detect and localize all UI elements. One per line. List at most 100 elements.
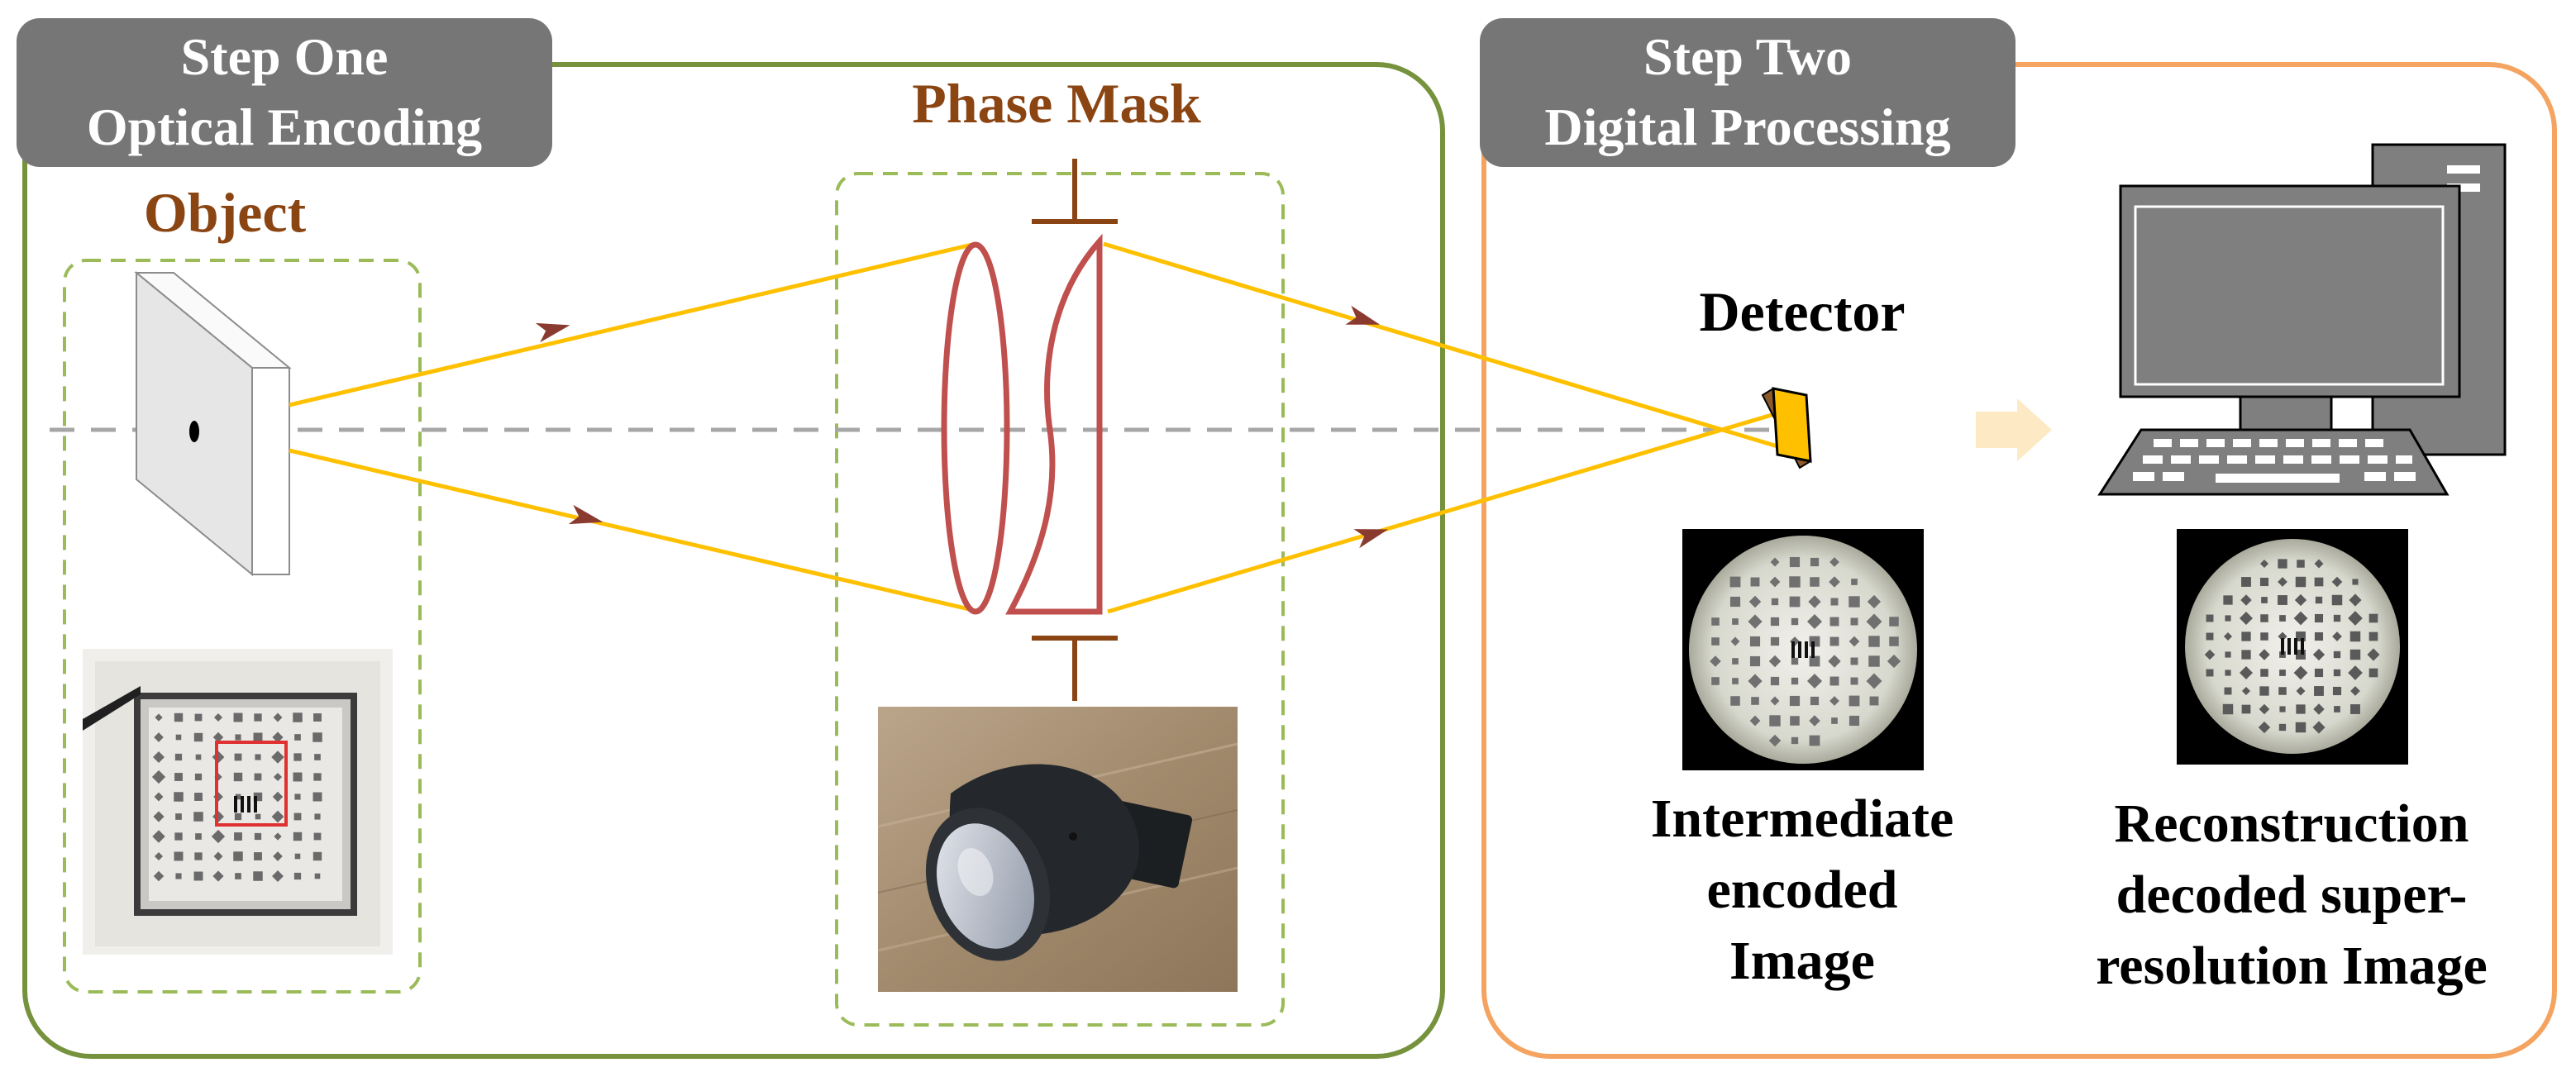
- target-mark: [193, 871, 203, 881]
- target-mark: [1751, 697, 1759, 705]
- target-mark: [1868, 636, 1880, 647]
- target-mark: [2278, 559, 2287, 569]
- target-mark: [2241, 631, 2251, 641]
- target-mark: [2314, 613, 2324, 623]
- target-mark: [235, 793, 241, 800]
- target-mark: [1711, 677, 1720, 685]
- target-mark: [212, 870, 224, 882]
- target-mark: [2333, 650, 2341, 659]
- target-mark: [194, 773, 203, 781]
- target-mark: [175, 734, 182, 741]
- target-mark: [1810, 557, 1820, 567]
- target-bar: [1811, 641, 1815, 658]
- target-mark: [155, 713, 163, 722]
- target-mark: [1806, 673, 1823, 689]
- target-mark: [2314, 668, 2324, 678]
- target-mark: [1851, 579, 1858, 585]
- object-label: Object: [144, 181, 307, 244]
- target-mark: [2314, 577, 2324, 587]
- target-mark: [1749, 655, 1761, 667]
- target-mark: [194, 852, 203, 860]
- ray-arrow-3: [1345, 305, 1381, 325]
- target-mark: [174, 773, 183, 781]
- target-mark: [152, 830, 165, 843]
- target-mark: [2332, 686, 2342, 696]
- reconstruction-caption-line-2: decoded super-: [2116, 865, 2468, 925]
- target-bar: [1805, 641, 1808, 658]
- step-two-subtitle: Digital Processing: [1544, 98, 1950, 156]
- intermediate-caption: Intermediate encoded Image: [1651, 789, 1954, 991]
- target-mark: [314, 813, 321, 820]
- target-mark: [312, 792, 322, 802]
- target-mark: [153, 811, 165, 822]
- target-mark: [194, 793, 203, 801]
- target-mark: [2368, 668, 2378, 678]
- target-mark: [293, 813, 302, 821]
- target-mark: [2278, 687, 2287, 695]
- target-mark: [2350, 686, 2360, 696]
- reconstruction-image: [2177, 529, 2408, 765]
- computer-icon: [2097, 143, 2507, 496]
- target-bar: [254, 796, 257, 813]
- target-mark: [1770, 696, 1780, 706]
- target-mark: [213, 712, 223, 722]
- target-mark: [2223, 595, 2233, 605]
- ray-arrow-4: [1353, 529, 1389, 549]
- target-mark: [2295, 576, 2306, 588]
- target-mark: [2352, 579, 2359, 585]
- target-mark: [235, 734, 241, 741]
- intermediate-image: [1682, 529, 1924, 770]
- target-mark: [2240, 666, 2253, 679]
- target-mark: [1748, 614, 1763, 629]
- target-mark: [151, 770, 166, 784]
- target-mark: [312, 851, 322, 861]
- target-bar: [2301, 638, 2304, 655]
- target-mark: [2240, 594, 2252, 606]
- target-mark: [1729, 596, 1741, 608]
- target-mark: [2224, 687, 2232, 695]
- target-mark: [2314, 631, 2324, 641]
- target-mark: [233, 851, 243, 861]
- convex-lens: [941, 241, 1010, 615]
- target-mark: [2297, 560, 2305, 568]
- target-mark: [2296, 704, 2306, 714]
- target-mark: [2259, 686, 2269, 696]
- target-mark: [1732, 678, 1739, 684]
- target-mark: [254, 773, 262, 781]
- target-mark: [293, 772, 303, 782]
- intermediate-caption-line-3: Image: [1729, 931, 1875, 991]
- target-mark: [1889, 636, 1899, 646]
- target-mark: [1789, 556, 1801, 568]
- target-mark: [2259, 649, 2270, 660]
- target-mark: [2241, 577, 2251, 587]
- target-mark: [294, 853, 301, 860]
- target-mark: [2278, 723, 2287, 732]
- target-mark: [1791, 677, 1799, 685]
- target-mark: [211, 829, 226, 844]
- target-mark: [1771, 598, 1779, 606]
- target-mark: [1868, 655, 1880, 667]
- light-rays: [289, 241, 1778, 614]
- target-mark: [272, 732, 284, 743]
- target-mark: [1830, 598, 1839, 606]
- phase-mask-region-box: [835, 172, 1285, 1027]
- target-mark: [2241, 704, 2251, 714]
- target-mark: [1748, 674, 1763, 689]
- target-mark: [253, 792, 263, 802]
- target-mark: [293, 832, 303, 841]
- target-mark: [1809, 735, 1820, 746]
- target-mark: [1769, 715, 1781, 727]
- target-mark: [1887, 654, 1901, 669]
- reconstruction-caption-line-3: resolution Image: [2096, 936, 2488, 996]
- target-mark: [1889, 617, 1899, 627]
- target-mark: [1867, 594, 1882, 609]
- target-mark: [2278, 577, 2287, 587]
- target-mark: [294, 793, 301, 800]
- target-mark: [1829, 617, 1839, 627]
- target-bar: [247, 796, 250, 813]
- target-mark: [193, 812, 203, 822]
- target-mark: [2241, 650, 2251, 660]
- step-two-title: Step Two: [1643, 27, 1852, 86]
- target-mark: [1791, 736, 1799, 745]
- transfer-arrow: [1976, 398, 2052, 461]
